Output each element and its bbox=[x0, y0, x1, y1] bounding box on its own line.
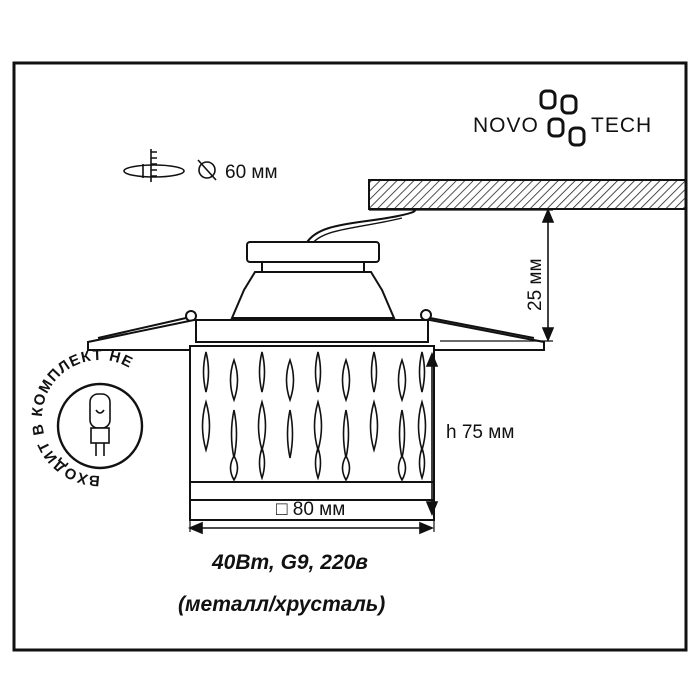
width-label: □ 80 мм bbox=[276, 499, 345, 520]
electrical-specs: 40Вт, G9, 220в bbox=[211, 551, 368, 574]
crystal-facet bbox=[397, 357, 407, 403]
crystal-facet bbox=[398, 409, 406, 459]
crystal-facet bbox=[314, 351, 322, 393]
interlocking-squares-logo-icon bbox=[539, 89, 586, 147]
crystal-facet bbox=[201, 399, 211, 453]
diameter-symbol bbox=[197, 159, 217, 181]
diagram-frame bbox=[12, 61, 688, 652]
mounting-flange bbox=[87, 319, 545, 351]
crystal-facet bbox=[258, 445, 266, 481]
crystal-facet bbox=[342, 409, 350, 459]
ceiling-slab bbox=[368, 179, 687, 210]
cutout-diameter-label: 60 мм bbox=[225, 162, 278, 183]
mounting-hole-icon bbox=[123, 149, 185, 182]
crystal-facet bbox=[418, 351, 426, 393]
crystal-facet bbox=[229, 357, 239, 403]
crystal-facet bbox=[370, 351, 378, 393]
crystal-facet bbox=[285, 357, 295, 403]
depth-label: 25 мм bbox=[525, 258, 546, 311]
width-dimension bbox=[187, 520, 435, 535]
g9-bulb-icon bbox=[89, 393, 111, 456]
lamp-not-included-badge: ВХОДИТ В КОМПЛЕКТ НЕ bbox=[29, 347, 144, 489]
depth-dimension bbox=[440, 207, 555, 343]
crystal-facet bbox=[341, 454, 351, 482]
height-label: h 75 мм bbox=[446, 422, 514, 443]
crystal-facet bbox=[229, 454, 239, 482]
height-dimension bbox=[425, 351, 439, 517]
brand-logo: NOVO TECH bbox=[473, 89, 652, 147]
material-specs: (металл/хрусталь) bbox=[178, 593, 385, 616]
logo-text-left: NOVO bbox=[473, 114, 539, 137]
crystal-facet bbox=[341, 357, 351, 403]
crystal-facet bbox=[397, 454, 407, 482]
crystal-facet bbox=[314, 445, 322, 481]
power-cable bbox=[305, 208, 417, 245]
crystal-shade bbox=[189, 345, 435, 521]
logo-text-right: TECH bbox=[591, 114, 652, 137]
crystal-facet bbox=[258, 351, 266, 393]
crystal-facet bbox=[202, 351, 210, 393]
fixture-driver-cap bbox=[230, 241, 396, 319]
crystal-facet bbox=[369, 399, 379, 453]
crystal-facet bbox=[286, 409, 294, 459]
crystal-facet bbox=[230, 409, 238, 459]
crystal-facet bbox=[418, 445, 426, 481]
